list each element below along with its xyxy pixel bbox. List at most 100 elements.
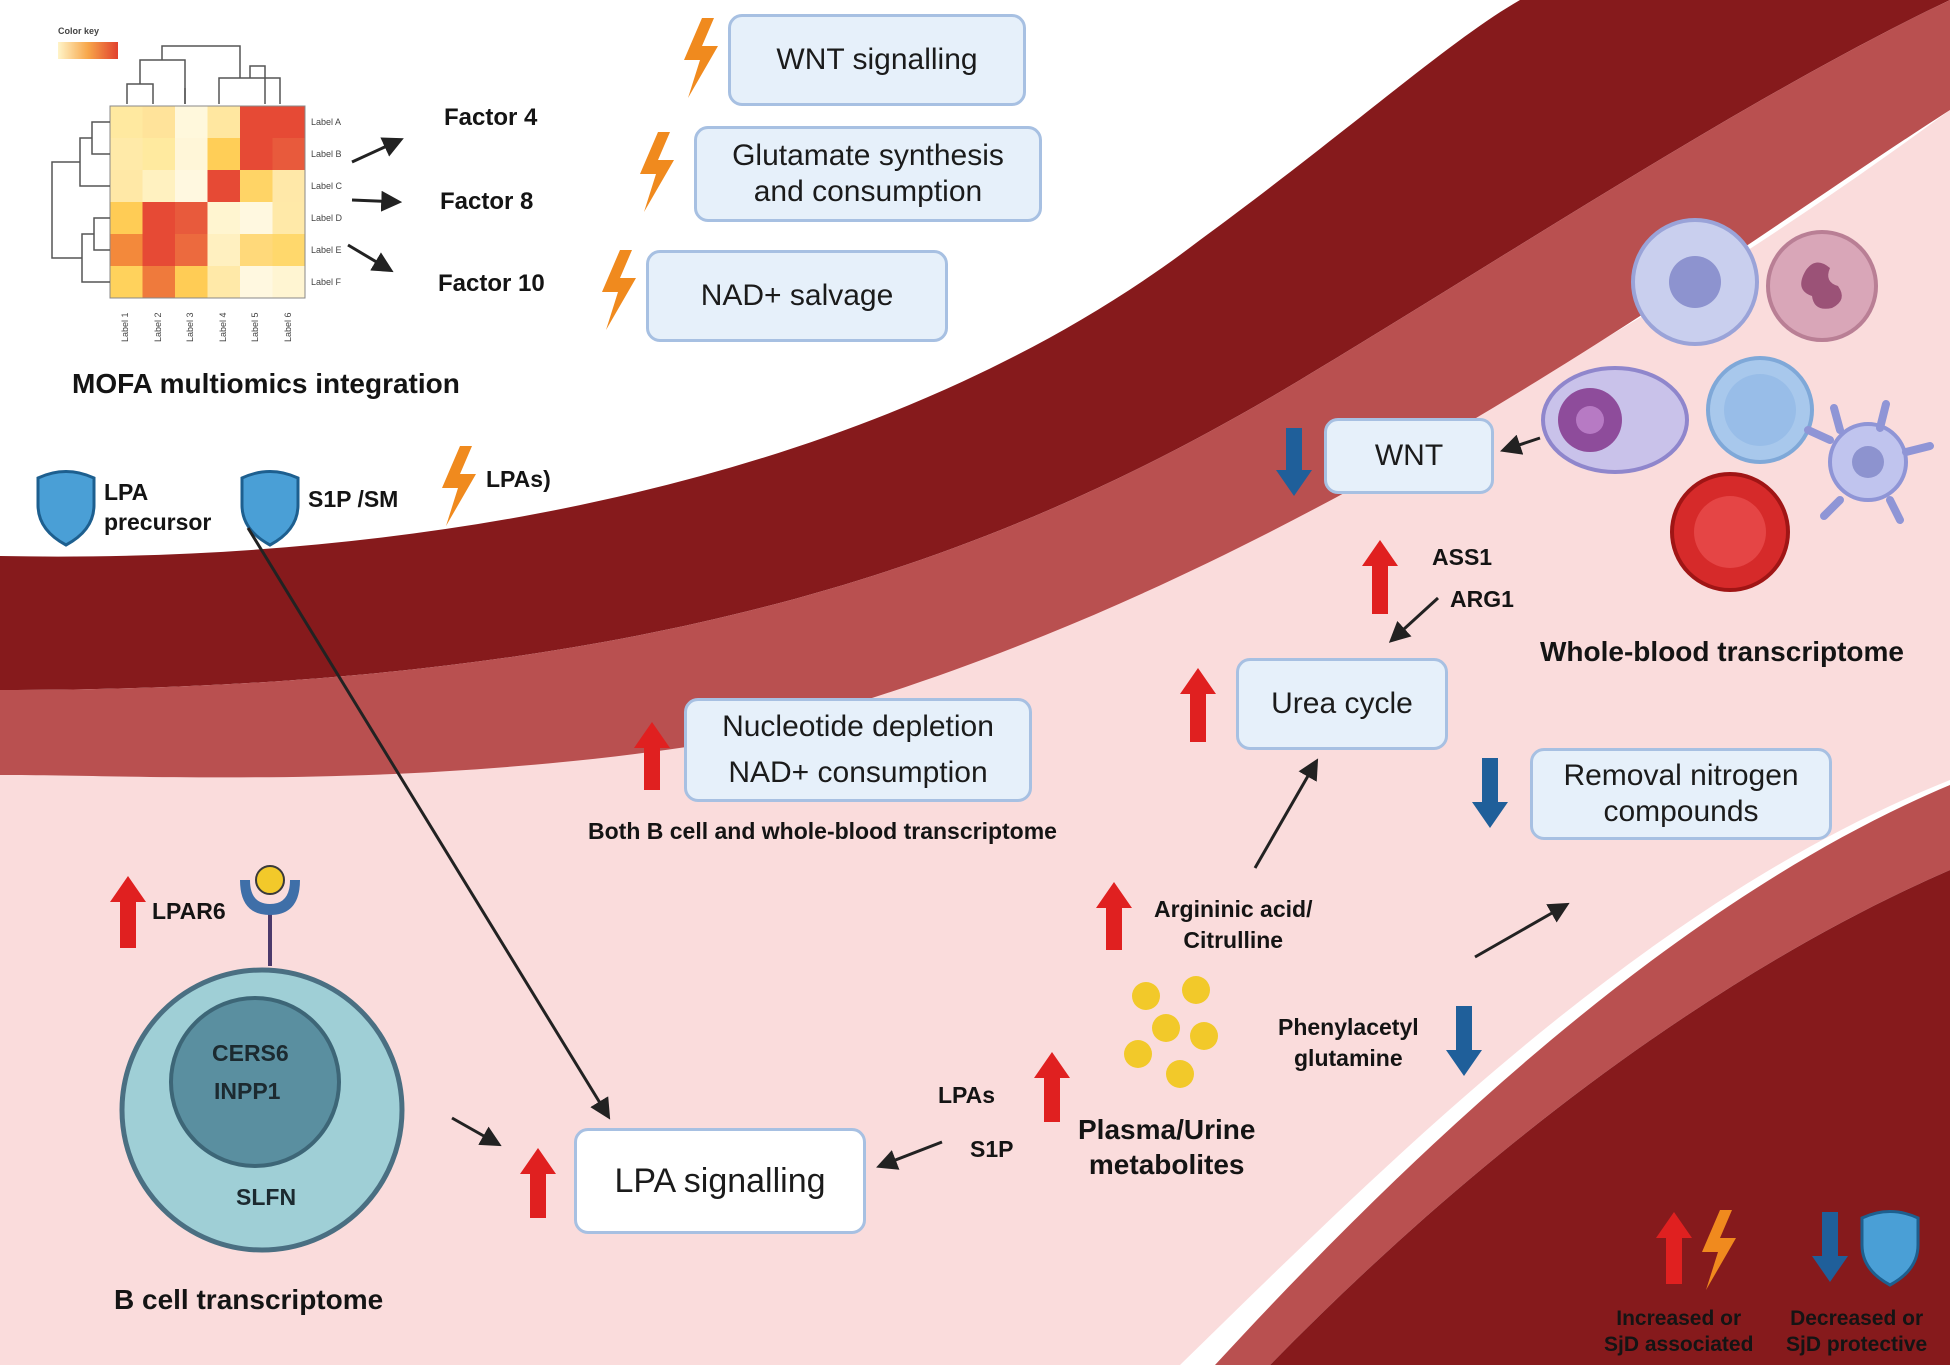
heatmap-cell [175,106,208,138]
lpas-label: LPAs [938,1082,996,1108]
heatmap-cell [175,234,208,266]
factor-arrows [347,137,404,273]
heatmap-row-label: Label B [311,149,342,159]
cers6-label: CERS6 [212,1040,289,1066]
heatmap-cell [207,138,240,170]
lightning-icon [1702,1210,1736,1290]
metabolite-dots [1124,976,1218,1088]
phenylacetyl-to-removal-arrow [1474,902,1570,959]
down-arrows [1276,428,1848,1282]
mofa-title: MOFA multiomics integration [72,368,460,399]
arg1-to-urea-arrow [1388,596,1440,643]
lpas-label-top: LPAs) [486,466,551,492]
legend-increased: Increased or SjD associated [1604,1307,1754,1357]
arrow-up-icon [1362,540,1398,614]
heatmap-row-label: Label D [311,213,343,223]
lightning-icon [602,250,636,330]
heatmap-cell [110,106,143,138]
heatmap-col-label: Label 6 [282,312,293,342]
heatmap-cell [272,234,305,266]
arg1-label: ARG1 [1450,586,1514,612]
arrow-down-icon [1812,1212,1848,1282]
heatmap-cell [207,266,240,298]
heatmap-cell [240,170,273,202]
heatmap-cell [110,202,143,234]
arrow-down-icon [1446,1006,1482,1076]
heatmap-cell [272,106,305,138]
heatmap-row-label: Label A [311,117,342,127]
s1p-sm-label: S1P /SM [308,486,399,512]
shield-icon [240,470,300,547]
vessel-wall-lower-dark [1270,870,1950,1365]
shield-icons [36,470,1920,1287]
bcell-to-lpa-arrow [451,1116,502,1147]
heatmap-cell [175,170,208,202]
heatmap-row-label: Label E [311,245,342,255]
arrow-up-icon [1656,1212,1692,1284]
factor-10-label: Factor 10 [438,270,545,297]
heatmap-cell [175,138,208,170]
vessel-wall-lower-mid [1215,785,1950,1365]
b-cell-title: B cell transcriptome [114,1284,384,1315]
plasma-urine-label: Plasma/Urine metabolites [1078,1114,1256,1180]
lpa-precursor-label: LPA precursor [104,479,212,535]
b-cell-icon [119,865,405,1253]
arrow-down-icon [1472,758,1508,828]
color-key-label: Color key [58,26,100,36]
shield-icon [1860,1210,1920,1287]
color-key-bar [58,42,118,59]
heatmap-col-label: Label 2 [152,312,163,342]
factor-4-label: Factor 4 [444,104,538,131]
vessel-wall-upper-dark [0,0,1950,690]
lightning-icons [442,18,1736,1290]
nad-salvage-box: NAD+ salvage [646,250,948,342]
lpar6-label: LPAR6 [152,898,226,924]
heatmap-cell [110,138,143,170]
heatmap-cell [240,138,273,170]
ass1-label: ASS1 [1432,544,1493,570]
cells-to-wnt-arrow [1500,434,1541,455]
heatmap-cell [240,266,273,298]
heatmap-cell [207,106,240,138]
heatmap-cell [272,138,305,170]
removal-nitrogen-box: Removal nitrogen compounds [1530,748,1832,840]
urea-cycle-box: Urea cycle [1236,658,1448,750]
s1p-label: S1P [970,1136,1014,1162]
arrow-up-icon [634,722,670,790]
arrow-up-icon [1096,882,1132,950]
argininic-label: Argininic acid/ Citrulline [1154,896,1313,954]
arrow-up-icon [1180,668,1216,742]
heatmap-cell [207,202,240,234]
s1p-to-lpa-arrow [876,1140,943,1170]
lpa-signalling-box: LPA signalling [574,1128,866,1234]
glutamate-box: Glutamate synthesis and consumption [694,126,1042,222]
heatmap-cell [142,234,175,266]
inpp1-label: INPP1 [214,1078,281,1104]
phenylacetyl-label: Phenylacetyl glutamine [1278,1014,1419,1072]
arrow-down-icon [1276,428,1312,496]
heatmap-cell [207,170,240,202]
heatmap-cell [110,234,143,266]
vessel-wall-upper-mid [0,0,1950,778]
nucleotide-box: Nucleotide depletion NAD+ consumption [684,698,1032,802]
whole-blood-title: Whole-blood transcriptome [1540,636,1904,667]
shield-icon [36,470,96,547]
dendritic-cell-icon [1804,400,1934,524]
arrow-up-icon [110,876,146,948]
heatmap-frame [109,105,306,299]
heatmap-cell [110,170,143,202]
heatmap-cell [142,266,175,298]
heatmap-col-label: Label 3 [185,312,195,342]
heatmap-cell [142,170,175,202]
heatmap-row-label: Label C [311,181,343,191]
column-dendrogram [126,45,281,104]
heatmap-col-label: Label 5 [250,312,260,342]
wnt-box: WNT [1324,418,1494,494]
heatmap [109,105,306,299]
argininic-to-urea-arrow [1253,758,1319,869]
heatmap-cell [142,138,175,170]
factor-8-label: Factor 8 [440,188,534,215]
legend-decreased: Decreased or SjD protective [1786,1307,1928,1357]
heatmap-row-label: Label F [311,277,342,287]
